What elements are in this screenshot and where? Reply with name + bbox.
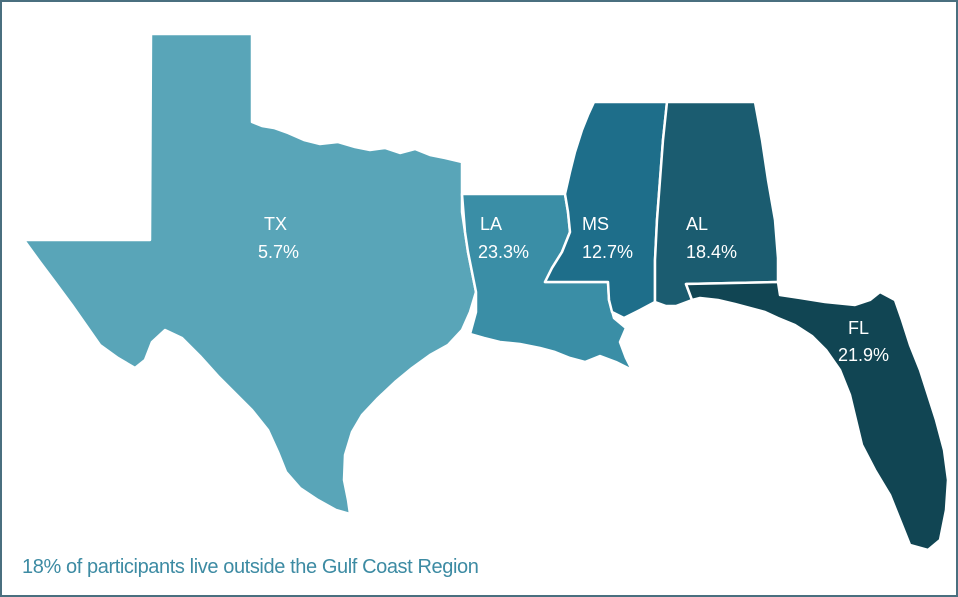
al-percent-label: 18.4% xyxy=(686,242,737,262)
fl-percent-label: 21.9% xyxy=(838,345,889,365)
ms-abbr-label: MS xyxy=(582,214,609,234)
la-abbr-label: LA xyxy=(480,214,502,234)
tx-percent-label: 5.7% xyxy=(258,242,299,262)
ms-percent-label: 12.7% xyxy=(582,242,633,262)
fl-abbr-label: FL xyxy=(848,318,869,338)
state-al[interactable] xyxy=(653,100,780,308)
tx-abbr-label: TX xyxy=(264,214,287,234)
footnote: 18% of participants live outside the Gul… xyxy=(22,556,479,578)
state-fl[interactable] xyxy=(684,280,950,552)
al-abbr-label: AL xyxy=(686,214,708,234)
la-percent-label: 23.3% xyxy=(478,242,529,262)
state-tx[interactable] xyxy=(22,32,478,516)
